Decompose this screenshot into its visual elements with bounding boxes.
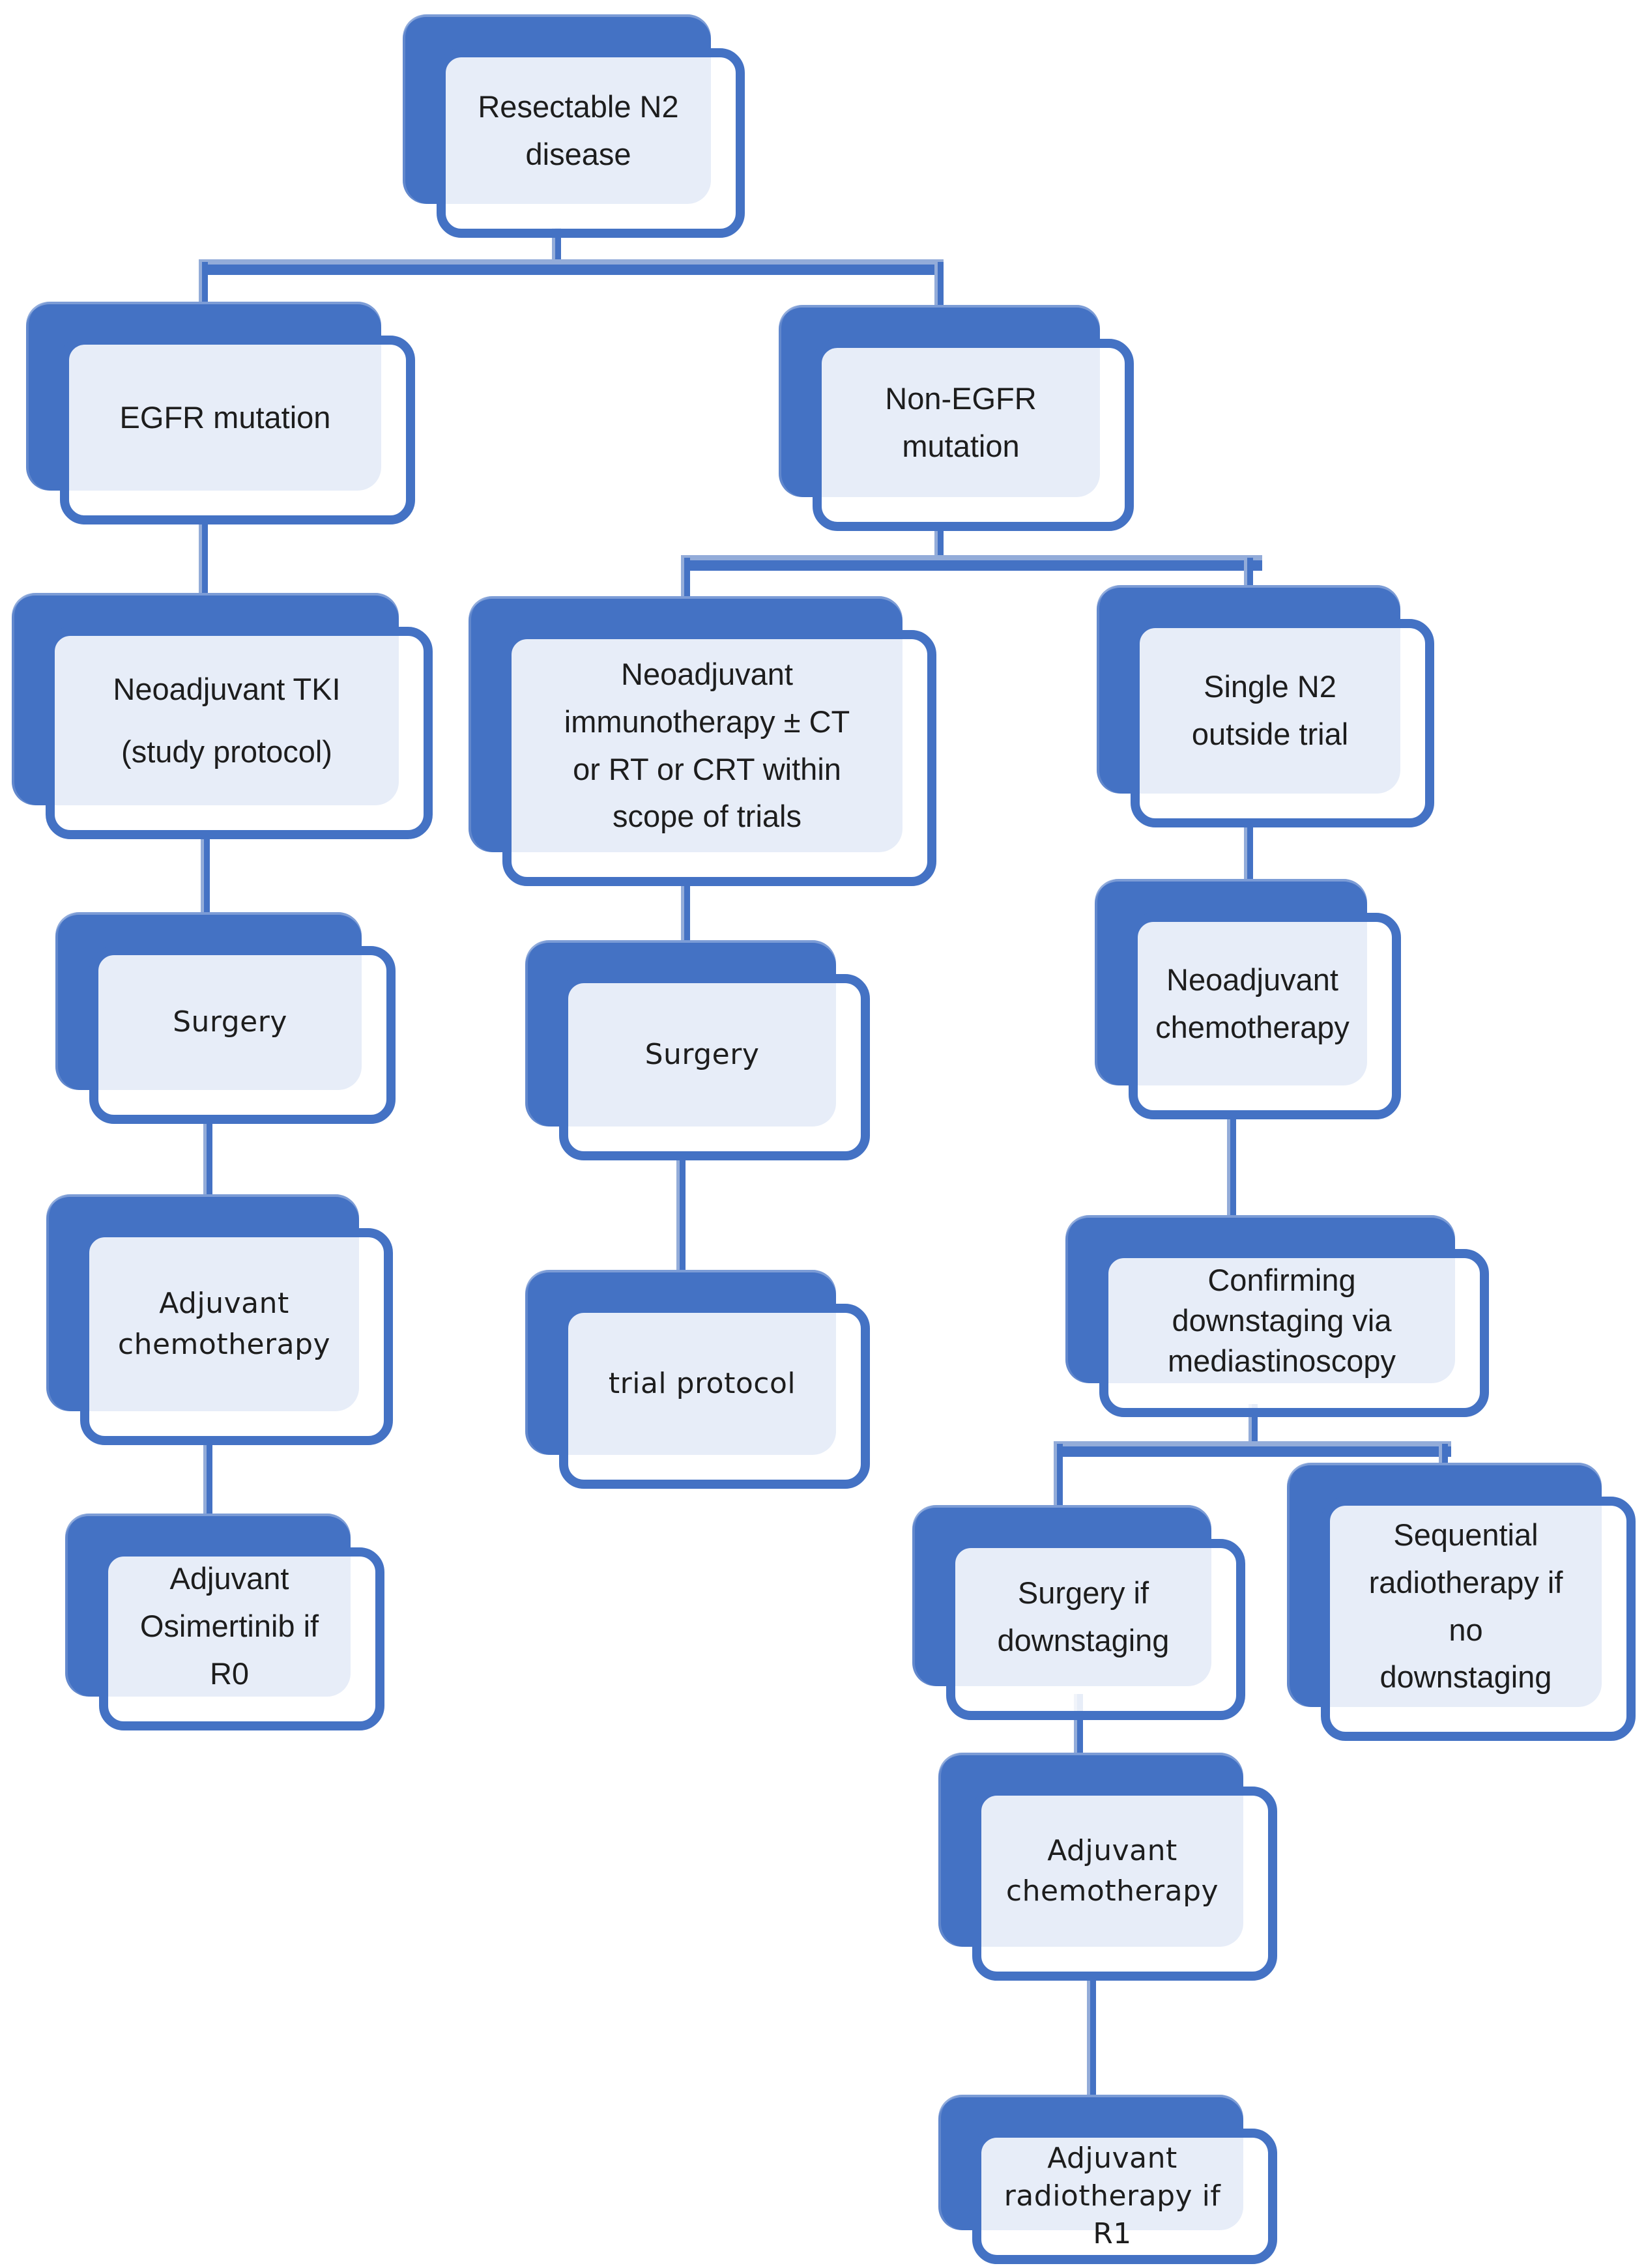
edge-immuno-surgery bbox=[681, 880, 690, 951]
node-neoadjuvant-immunotherapy: Neoadjuvant immunotherapy ± CT or RT or … bbox=[469, 596, 936, 886]
edge-surgery-adjchemo bbox=[203, 1117, 212, 1202]
node-neoadjuvant-chemotherapy-right: Neoadjuvant chemotherapy bbox=[1095, 879, 1401, 1119]
node-adjuvant-radiotherapy-r1: Adjuvant radiotherapy if R1 bbox=[938, 2095, 1277, 2264]
node-label: Adjuvant Osimertinib if R0 bbox=[139, 1561, 319, 1691]
node-box: Surgery if downstaging bbox=[946, 1539, 1245, 1720]
edge-neochemo-confirming bbox=[1227, 1113, 1236, 1227]
edge-root-bar bbox=[199, 259, 944, 275]
node-adjuvant-chemotherapy-left: Adjuvant chemotherapy bbox=[46, 1194, 393, 1445]
node-sequential-radiotherapy: Sequential radiotherapy if no downstagin… bbox=[1287, 1463, 1636, 1741]
node-box: EGFR mutation bbox=[60, 336, 415, 524]
node-surgery-left: Surgery bbox=[55, 912, 396, 1124]
node-label: EGFR mutation bbox=[119, 399, 331, 435]
edge-egfr-tki bbox=[199, 518, 208, 603]
edge-confirming-bar bbox=[1054, 1441, 1451, 1457]
node-box: Non-EGFR mutation bbox=[813, 339, 1134, 531]
node-trial-protocol: trial protocol bbox=[525, 1270, 870, 1489]
node-box: Neoadjuvant TKI (study protocol) bbox=[46, 627, 433, 839]
node-label: trial protocol bbox=[608, 1366, 796, 1400]
node-adjuvant-chemotherapy-right: Adjuvant chemotherapy bbox=[938, 1753, 1277, 1981]
node-label: Surgery bbox=[173, 1005, 287, 1039]
edge-confirming-drop-surgery bbox=[1054, 1444, 1063, 1510]
node-label: Surgery if downstaging bbox=[997, 1575, 1170, 1658]
node-label: Confirming downstaging via mediastinosco… bbox=[1167, 1262, 1396, 1379]
node-label: Single N2 outside trial bbox=[1191, 669, 1349, 751]
node-label: Surgery bbox=[644, 1037, 760, 1071]
node-label: Sequential radiotherapy if no downstagin… bbox=[1368, 1517, 1563, 1695]
node-resectable-n2-disease: Resectable N2 disease bbox=[403, 14, 745, 238]
edge-nonegfr-bar bbox=[681, 555, 1262, 571]
node-box: Surgery bbox=[89, 946, 396, 1124]
node-surgery-middle: Surgery bbox=[525, 940, 870, 1160]
node-confirming-downstaging: Confirming downstaging via mediastinosco… bbox=[1065, 1215, 1489, 1417]
edge-root-drop-egfr bbox=[199, 262, 208, 311]
node-box: Resectable N2 disease bbox=[437, 48, 745, 238]
node-box: trial protocol bbox=[559, 1304, 870, 1489]
node-box: Surgery bbox=[559, 974, 870, 1160]
edge-singlen2-neochemo bbox=[1244, 821, 1253, 886]
node-box: Adjuvant chemotherapy bbox=[972, 1787, 1277, 1981]
node-neoadjuvant-tki: Neoadjuvant TKI (study protocol) bbox=[12, 593, 433, 839]
node-label: Resectable N2 disease bbox=[478, 89, 679, 171]
edge-nonegfr-stub bbox=[934, 524, 944, 560]
node-label: Adjuvant chemotherapy bbox=[1005, 1833, 1219, 1908]
node-label: Neoadjuvant chemotherapy bbox=[1155, 962, 1350, 1044]
node-box: Adjuvant chemotherapy bbox=[80, 1228, 393, 1445]
node-label: Neoadjuvant immunotherapy ± CT or RT or … bbox=[564, 656, 850, 834]
edge-tki-surgery bbox=[201, 833, 210, 921]
node-box: Neoadjuvant immunotherapy ± CT or RT or … bbox=[502, 630, 936, 886]
edge-root-drop-nonegfr bbox=[934, 262, 944, 317]
node-label: Neoadjuvant TKI (study protocol) bbox=[113, 671, 341, 769]
node-egfr-mutation: EGFR mutation bbox=[26, 302, 415, 524]
node-single-n2-outside-trial: Single N2 outside trial bbox=[1097, 585, 1434, 827]
node-surgery-if-downstaging: Surgery if downstaging bbox=[912, 1505, 1245, 1720]
node-non-egfr-mutation: Non-EGFR mutation bbox=[779, 305, 1134, 531]
node-label: Adjuvant chemotherapy bbox=[117, 1287, 331, 1361]
node-label: Non-EGFR mutation bbox=[885, 380, 1037, 463]
edge-nonegfr-drop-immuno bbox=[681, 558, 690, 606]
node-box: Sequential radiotherapy if no downstagin… bbox=[1321, 1497, 1636, 1741]
node-box: Neoadjuvant chemotherapy bbox=[1129, 913, 1401, 1119]
node-box: Adjuvant Osimertinib if R0 bbox=[99, 1547, 384, 1730]
edge-surgery-trialprotocol bbox=[676, 1153, 686, 1277]
node-box: Adjuvant radiotherapy if R1 bbox=[972, 2129, 1277, 2264]
node-label: Adjuvant radiotherapy if R1 bbox=[1003, 2141, 1221, 2251]
edge-adjchemo-adjradio bbox=[1087, 1974, 1096, 2101]
edge-adjchemo-osimertinib bbox=[203, 1439, 212, 1523]
node-box: Single N2 outside trial bbox=[1131, 619, 1434, 827]
node-box: Confirming downstaging via mediastinosco… bbox=[1099, 1249, 1489, 1417]
node-adjuvant-osimertinib-r0: Adjuvant Osimertinib if R0 bbox=[65, 1514, 384, 1730]
